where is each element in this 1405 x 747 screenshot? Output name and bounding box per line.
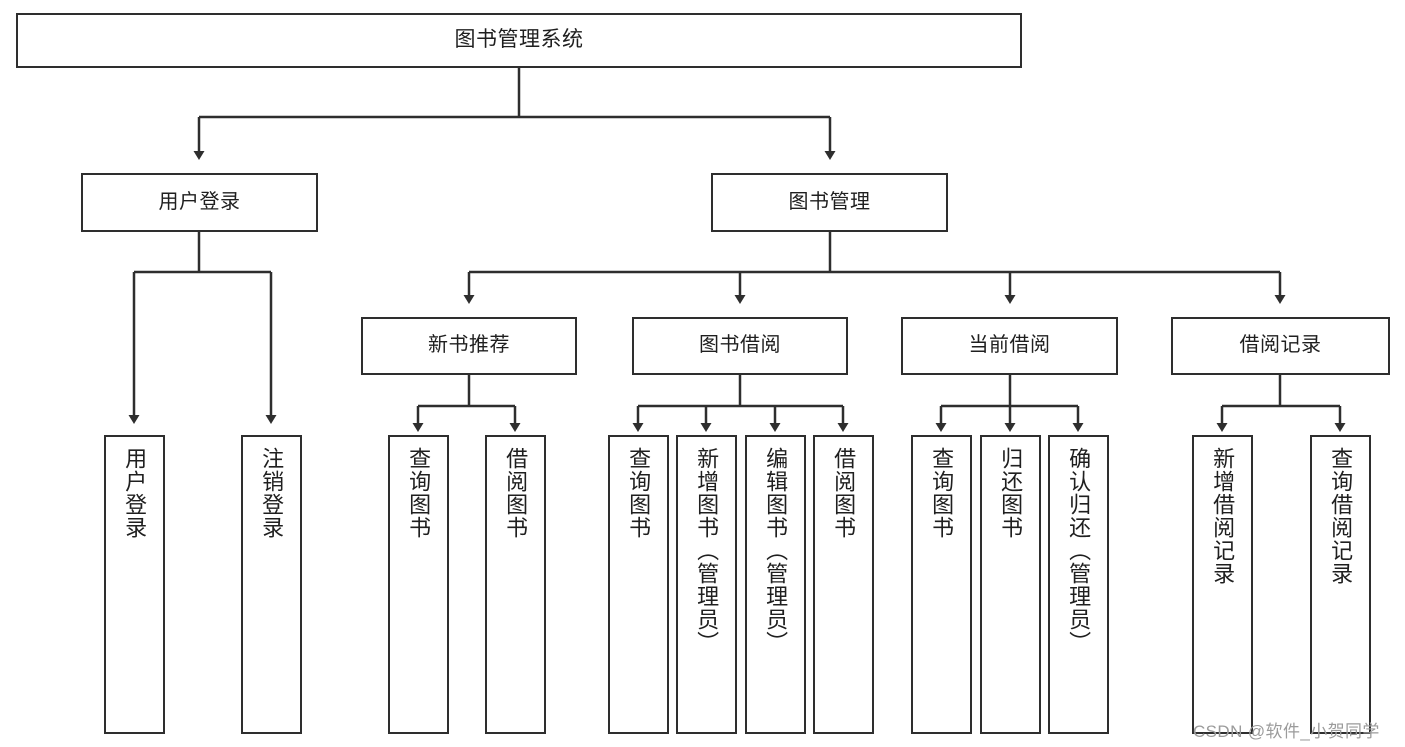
csdn-watermark: CSDN @软件_小贺同学: [1193, 722, 1380, 741]
node-label: 用户登录: [122, 447, 148, 539]
leaf-current-borrow-confirm-return[interactable]: 确认归还（管理员）: [1048, 435, 1109, 734]
node-borrow-record[interactable]: 借阅记录: [1171, 317, 1390, 375]
leaf-book-borrow-query[interactable]: 查询图书: [608, 435, 669, 734]
node-book-borrow[interactable]: 图书借阅: [632, 317, 848, 375]
leaf-current-borrow-query[interactable]: 查询图书: [911, 435, 972, 734]
node-new-book-recommend[interactable]: 新书推荐: [361, 317, 577, 375]
node-root-system[interactable]: 图书管理系统: [16, 13, 1022, 68]
node-label: 图书管理: [788, 190, 871, 213]
node-label: 查询借阅记录: [1328, 447, 1354, 585]
node-label: 查询图书: [929, 447, 955, 539]
leaf-borrow-record-query[interactable]: 查询借阅记录: [1310, 435, 1371, 734]
node-label: 图书借阅: [699, 334, 781, 357]
leaf-user-login-login[interactable]: 用户登录: [104, 435, 165, 734]
node-label: 编辑图书（管理员）: [763, 447, 789, 654]
node-label: 借阅图书: [503, 447, 529, 539]
node-label: 确认归还（管理员）: [1066, 447, 1092, 654]
node-label: 新增图书（管理员）: [694, 447, 720, 654]
node-label: 当前借阅: [968, 334, 1051, 357]
leaf-current-borrow-return[interactable]: 归还图书: [980, 435, 1041, 734]
node-label: 归还图书: [998, 447, 1024, 539]
node-label: 图书管理系统: [454, 28, 584, 52]
node-label: 新书推荐: [428, 334, 510, 357]
leaf-book-borrow-edit[interactable]: 编辑图书（管理员）: [745, 435, 806, 734]
node-label: 注销登录: [259, 447, 285, 539]
node-current-borrow[interactable]: 当前借阅: [901, 317, 1118, 375]
node-label: 查询图书: [406, 447, 432, 539]
node-book-management[interactable]: 图书管理: [711, 173, 948, 232]
leaf-borrow-record-add[interactable]: 新增借阅记录: [1192, 435, 1253, 734]
leaf-book-borrow-borrow[interactable]: 借阅图书: [813, 435, 874, 734]
node-label: 借阅图书: [831, 447, 857, 539]
leaf-new-book-borrow[interactable]: 借阅图书: [485, 435, 546, 734]
leaf-new-book-query[interactable]: 查询图书: [388, 435, 449, 734]
node-label: 查询图书: [626, 447, 652, 539]
node-label: 用户登录: [158, 190, 241, 213]
leaf-user-login-logout[interactable]: 注销登录: [241, 435, 302, 734]
node-label: 新增借阅记录: [1210, 447, 1236, 585]
node-label: 借阅记录: [1239, 334, 1322, 357]
leaf-book-borrow-add[interactable]: 新增图书（管理员）: [676, 435, 737, 734]
node-user-login[interactable]: 用户登录: [81, 173, 318, 232]
